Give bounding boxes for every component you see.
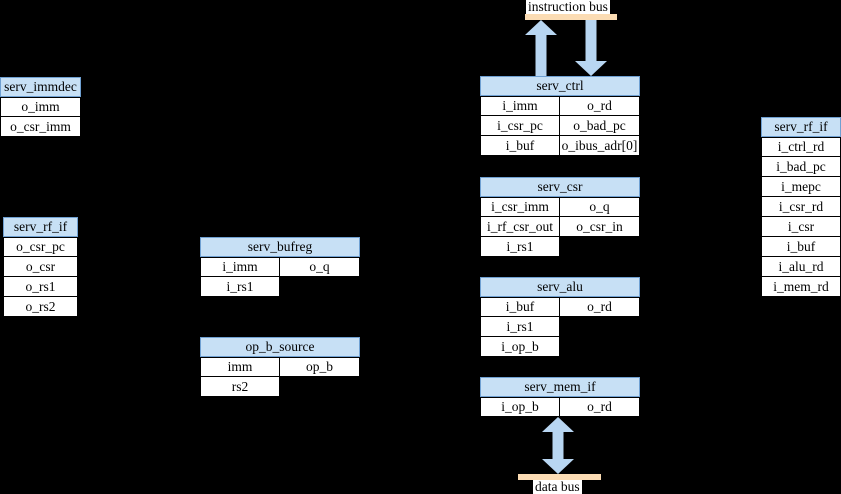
port-cell: i_op_b [480,397,560,417]
port-row: o_rs2 [3,297,78,317]
port-row: i_csr [761,217,841,237]
port-cell: rs2 [200,377,280,397]
port-cell: i_rf_csr_out [480,217,560,237]
module-title: serv_ctrl [480,76,640,96]
port-cell: i_csr_imm [480,197,560,217]
port-cell: i_rs1 [200,277,280,297]
instruction-bus-down-arrow [575,20,607,76]
port-row: o_csr_pc [3,237,78,257]
port-row: i_op_b [480,337,640,357]
port-cell: i_csr [761,217,841,237]
port-cell: op_b [280,357,360,377]
module-serv_bufreg: serv_bufreg i_imm o_q i_rs1 [200,237,360,297]
port-cell: o_bad_pc [560,116,640,136]
port-cell: o_imm [0,97,81,117]
port-row: o_csr [3,257,78,277]
port-cell: o_rs2 [3,297,78,317]
port-cell: i_rs1 [480,317,560,337]
port-cell: i_bad_pc [761,157,841,177]
port-row: i_csr_imm o_q [480,197,640,217]
port-row: i_buf [761,237,841,257]
port-row: i_imm o_rd [480,96,640,116]
port-cell: i_op_b [480,337,560,357]
port-row: i_rs1 [200,277,360,297]
port-cell: o_rd [560,96,640,116]
port-cell: i_buf [480,297,560,317]
port-row: i_op_b o_rd [480,397,640,417]
module-serv_ctrl: serv_ctrl i_imm o_rd i_csr_pc o_bad_pc i… [480,76,640,156]
module-serv_rf_if-left: serv_rf_if o_csr_pc o_csr o_rs1 o_rs2 [3,217,78,317]
port-cell: i_buf [761,237,841,257]
module-title: serv_immdec [0,77,81,97]
port-cell: i_imm [200,257,280,277]
module-title: op_b_source [200,337,360,357]
port-row: i_buf o_ibus_adr[0] [480,136,640,156]
port-row: i_alu_rd [761,257,841,277]
port-row: i_rf_csr_out o_csr_in [480,217,640,237]
module-serv_alu: serv_alu i_buf o_rd i_rs1 i_op_b [480,277,640,357]
port-cell: o_rs1 [3,277,78,297]
port-cell: o_q [560,197,640,217]
port-cell: i_ctrl_rd [761,137,841,157]
port-row: i_imm o_q [200,257,360,277]
port-row: i_ctrl_rd [761,137,841,157]
port-cell: imm [200,357,280,377]
port-cell: o_q [280,257,360,277]
module-title: serv_rf_if [761,117,841,137]
port-row: i_mepc [761,177,841,197]
port-cell: i_csr_rd [761,197,841,217]
port-cell: o_rd [560,297,640,317]
module-title: serv_csr [480,177,640,197]
module-title: serv_rf_if [3,217,78,237]
port-row: i_csr_pc o_bad_pc [480,116,640,136]
port-cell: i_mepc [761,177,841,197]
module-serv_immdec: serv_immdec o_imm o_csr_imm [0,77,81,137]
data-bus-label: data bus [533,479,582,494]
port-row: rs2 [200,377,360,397]
port-row: o_rs1 [3,277,78,297]
port-row: o_imm [0,97,81,117]
instruction-bus-label: instruction bus [526,0,610,14]
port-row: i_rs1 [480,317,640,337]
port-cell: i_csr_pc [480,116,560,136]
port-cell: o_csr_imm [0,117,81,137]
port-row: i_buf o_rd [480,297,640,317]
data-bus-bar [518,474,601,480]
port-cell: i_rs1 [480,237,560,257]
module-op_b_source: op_b_source imm op_b rs2 [200,337,360,397]
module-serv_mem_if: serv_mem_if i_op_b o_rd [480,377,640,417]
port-row: i_bad_pc [761,157,841,177]
module-serv_rf_if-right: serv_rf_if i_ctrl_rd i_bad_pc i_mepc i_c… [761,117,841,297]
instruction-bus-bar [525,14,617,20]
module-title: serv_alu [480,277,640,297]
port-row: o_csr_imm [0,117,81,137]
module-title: serv_mem_if [480,377,640,397]
port-cell: i_alu_rd [761,257,841,277]
port-cell: i_mem_rd [761,277,841,297]
data-bus-double-arrow [542,417,574,474]
port-row: i_rs1 [480,237,640,257]
port-cell: i_buf [480,136,560,156]
port-row: i_mem_rd [761,277,841,297]
module-serv_csr: serv_csr i_csr_imm o_q i_rf_csr_out o_cs… [480,177,640,257]
port-cell: o_csr_in [560,217,640,237]
instruction-bus-up-arrow [525,20,557,76]
up-arrow-shape [525,20,557,76]
module-title: serv_bufreg [200,237,360,257]
port-cell: i_imm [480,96,560,116]
port-cell: o_csr_pc [3,237,78,257]
port-cell: o_rd [560,397,640,417]
port-row: i_csr_rd [761,197,841,217]
down-arrow-shape [575,20,607,76]
port-row: imm op_b [200,357,360,377]
double-arrow-shape [542,417,574,474]
port-cell: o_ibus_adr[0] [560,136,640,156]
port-cell: o_csr [3,257,78,277]
